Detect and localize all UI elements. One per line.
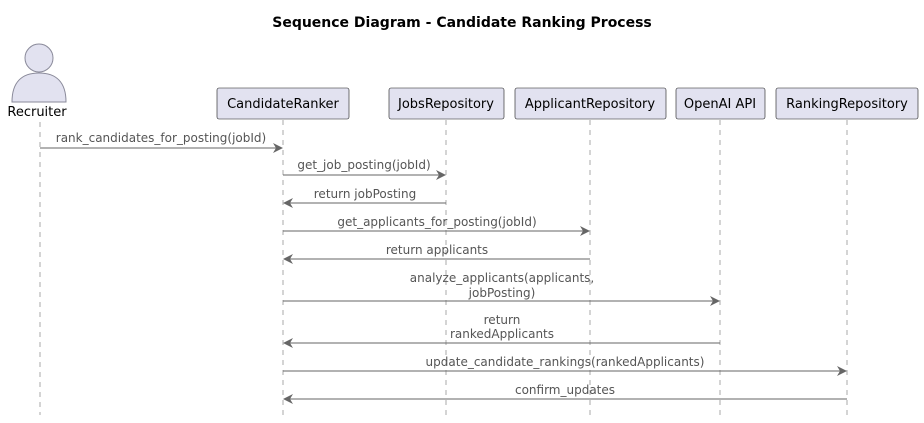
participant-candidate-ranker: CandidateRanker xyxy=(216,87,350,120)
message-6: analyze_applicants(applicants, jobPostin… xyxy=(283,271,720,306)
message-4: get_applicants_for_posting(jobId) xyxy=(283,215,590,236)
participant-ranking-repository: RankingRepository xyxy=(775,87,919,120)
participant-label: JobsRepository xyxy=(397,97,494,112)
participant-label: OpenAI API xyxy=(684,97,756,112)
actor-body-icon xyxy=(11,72,67,103)
participant-label: CandidateRanker xyxy=(227,97,339,112)
message-label: jobPosting) xyxy=(468,286,536,300)
message-label: get_applicants_for_posting(jobId) xyxy=(337,215,536,229)
message-1: rank_candidates_for_posting(jobId) xyxy=(40,131,283,153)
participant-jobs-repository: JobsRepository xyxy=(388,87,505,120)
actor-label: Recruiter xyxy=(7,105,67,120)
message-9: confirm_updates xyxy=(283,383,847,404)
message-7: return rankedApplicants xyxy=(283,313,720,348)
message-label: return jobPosting xyxy=(314,187,416,201)
participant-label: ApplicantRepository xyxy=(525,97,656,112)
message-label: confirm_updates xyxy=(515,383,615,397)
diagram-title: Sequence Diagram - Candidate Ranking Pro… xyxy=(272,15,652,31)
participant-box xyxy=(514,87,667,120)
message-label: return applicants xyxy=(386,243,488,257)
message-label: update_candidate_rankings(rankedApplican… xyxy=(426,355,705,369)
message-3: return jobPosting xyxy=(283,187,446,208)
message-label: get_job_posting(jobId) xyxy=(297,158,430,172)
message-label: rankedApplicants xyxy=(450,327,554,341)
message-2: get_job_posting(jobId) xyxy=(283,158,446,180)
participant-applicant-repository: ApplicantRepository xyxy=(514,87,667,120)
participant-box xyxy=(216,87,350,120)
message-label: rank_candidates_for_posting(jobId) xyxy=(56,131,266,145)
participant-box xyxy=(775,87,919,120)
participant-box xyxy=(388,87,505,120)
actor-head-icon xyxy=(24,43,54,73)
message-label: return xyxy=(484,313,521,327)
message-5: return applicants xyxy=(283,243,590,264)
participant-openai-api: OpenAI API xyxy=(675,87,766,120)
message-8: update_candidate_rankings(rankedApplican… xyxy=(283,355,847,376)
message-label: analyze_applicants(applicants, xyxy=(410,271,594,285)
participant-box xyxy=(675,87,766,120)
actor-recruiter: Recruiter xyxy=(7,43,67,120)
participant-label: RankingRepository xyxy=(786,97,908,112)
